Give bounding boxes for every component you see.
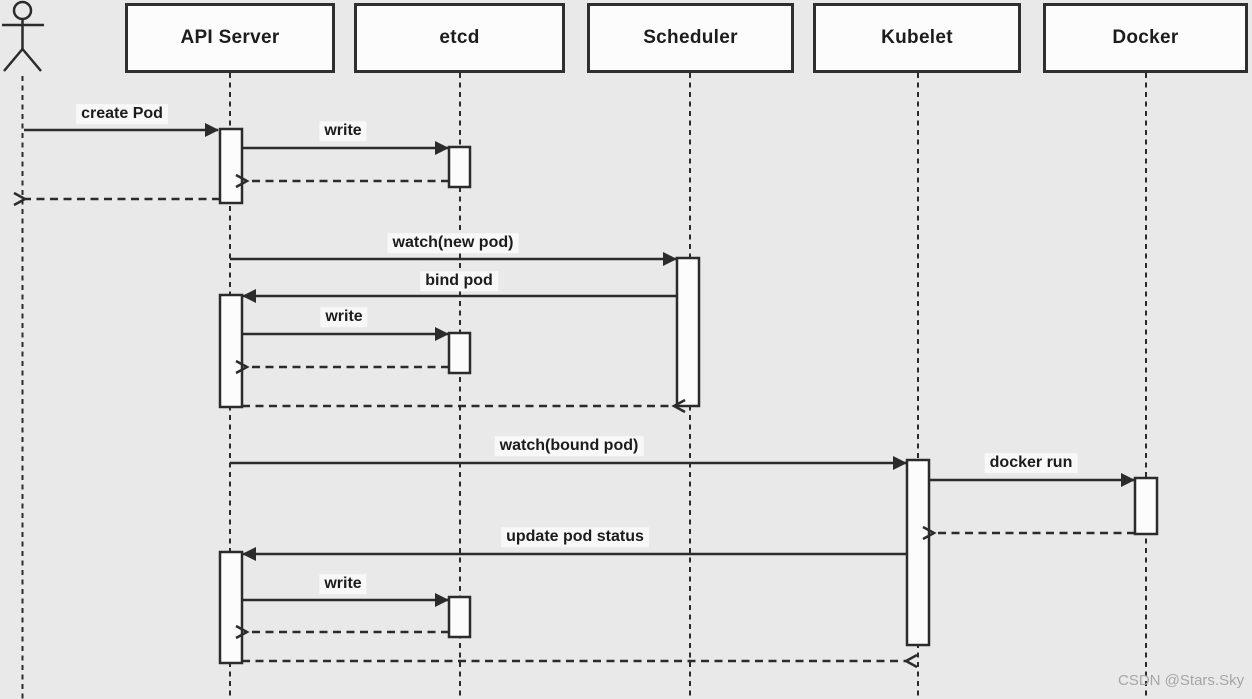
message-label-update-pod-status: update pod status (501, 527, 649, 547)
message-label-write-3: write (319, 574, 367, 594)
activation-api-server-1 (218, 127, 244, 205)
activation-scheduler (675, 256, 701, 408)
participant-box-etcd: etcd (354, 3, 565, 73)
participant-label: Docker (1112, 27, 1179, 48)
message-label-docker-run: docker run (984, 453, 1078, 473)
participant-box-api-server: API Server (125, 3, 335, 73)
actor-icon (2, 0, 44, 72)
message-label-write-1: write (319, 121, 367, 141)
activation-etcd-3 (447, 595, 472, 639)
participant-label: Scheduler (643, 27, 738, 48)
activation-api-server-2 (218, 293, 244, 409)
activation-etcd-1 (447, 145, 472, 189)
message-label-write-2: write (320, 307, 368, 327)
message-label-watch-bound-pod: watch(bound pod) (494, 436, 644, 456)
watermark: CSDN @Stars.Sky (1118, 672, 1245, 689)
message-label-create-pod: create Pod (76, 104, 168, 124)
participant-box-kubelet: Kubelet (813, 3, 1021, 73)
participant-box-docker: Docker (1043, 3, 1248, 73)
participant-label: Kubelet (881, 27, 953, 48)
participant-box-scheduler: Scheduler (587, 3, 794, 73)
participant-label: etcd (439, 27, 480, 48)
activation-api-server-3 (218, 550, 244, 665)
participant-label: API Server (180, 27, 280, 48)
activation-docker (1133, 476, 1159, 536)
message-label-watch-new-pod: watch(new pod) (387, 233, 519, 253)
activation-etcd-2 (447, 331, 472, 375)
activation-kubelet (905, 458, 931, 647)
message-label-bind-pod: bind pod (420, 271, 498, 291)
